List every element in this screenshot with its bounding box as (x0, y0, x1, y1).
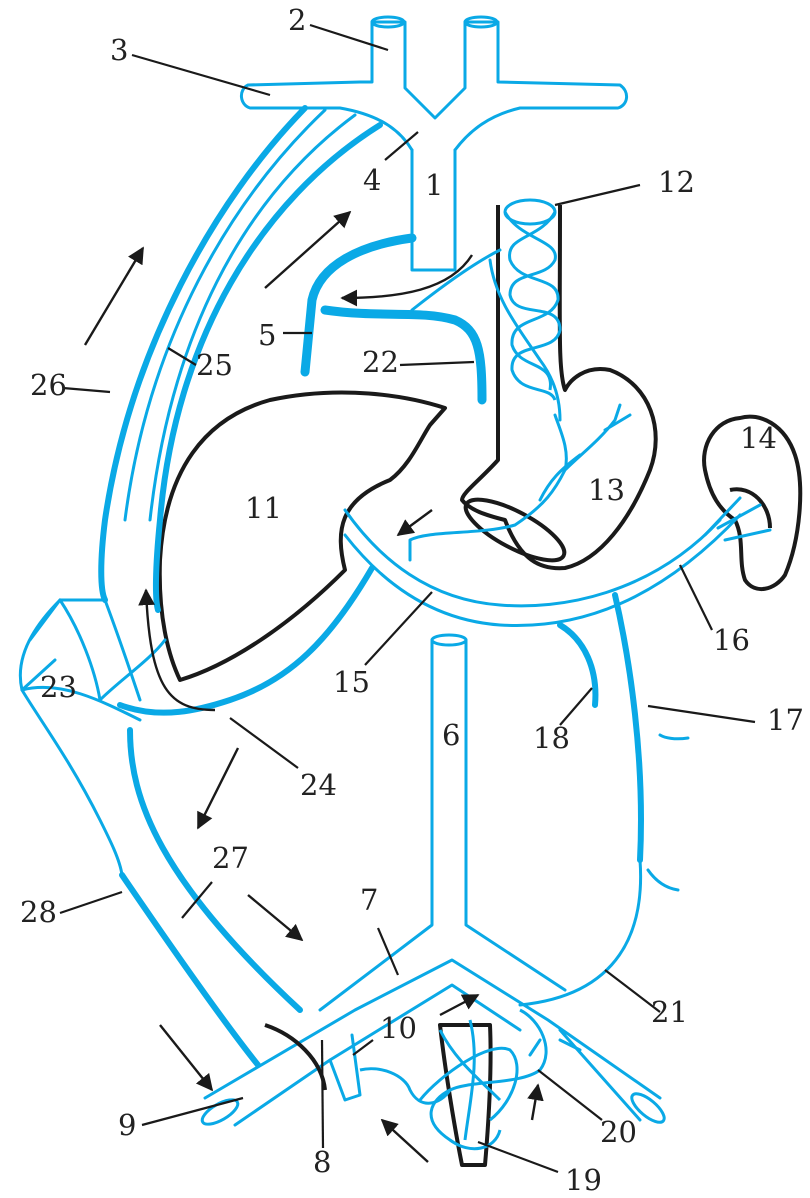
leader-9 (142, 1098, 243, 1125)
inferior-mesenteric-vein (615, 595, 641, 860)
flow-arrow-portal (398, 510, 432, 535)
label-21: 21 (651, 995, 688, 1029)
label-17: 17 (767, 703, 804, 737)
label-25: 25 (196, 348, 233, 382)
brachiocephalic-trunk (241, 22, 626, 150)
hemiazygos-vein (325, 310, 482, 400)
leader-10 (353, 1040, 373, 1055)
label-26: 26 (30, 368, 67, 402)
liver-outline (160, 392, 445, 680)
umbilical-periumbilical-plexus (20, 600, 165, 875)
leader-12 (555, 185, 640, 205)
leader-8 (322, 1040, 323, 1148)
flow-arrow-26 (85, 248, 143, 345)
splenic-hilar-branches (705, 498, 770, 540)
label-12: 12 (658, 165, 695, 199)
label-8: 8 (313, 1145, 331, 1179)
leader-19 (478, 1142, 558, 1172)
esophageal-venous-plexus (505, 200, 560, 400)
label-18: 18 (533, 721, 570, 755)
leader-24 (230, 718, 298, 768)
leader-28 (60, 892, 122, 913)
label-7: 7 (360, 883, 378, 917)
label-14: 14 (740, 421, 777, 455)
inferior-mesenteric-continuation (520, 735, 688, 1005)
left-colic-vein (560, 625, 595, 705)
label-11: 11 (245, 491, 282, 525)
leader-18 (560, 688, 592, 725)
ivc-top-end (432, 635, 466, 645)
flow-arrow-azygos (342, 255, 472, 298)
label-23: 23 (40, 670, 77, 704)
label-13: 13 (588, 473, 625, 507)
label-20: 20 (600, 1115, 637, 1149)
label-24: 24 (300, 768, 337, 802)
label-19: 19 (565, 1163, 602, 1197)
superficial-epigastric-lower (122, 730, 300, 1065)
leader-20 (538, 1070, 602, 1120)
label-16: 16 (713, 623, 750, 657)
flow-arrow-27b (248, 895, 302, 940)
label-9: 9 (118, 1108, 136, 1142)
label-2: 2 (288, 3, 306, 37)
flow-arrow-rectal-right (532, 1085, 538, 1120)
flow-arrow-iliac (160, 1025, 212, 1090)
label-15: 15 (333, 665, 370, 699)
flow-arrow-25 (265, 212, 350, 288)
flow-arrow-rectal-left (382, 1120, 428, 1162)
label-10: 10 (380, 1011, 417, 1045)
leader-22 (400, 362, 474, 365)
leader-15 (365, 592, 432, 665)
label-6: 6 (442, 718, 460, 752)
leader-26 (63, 388, 110, 392)
leader-3 (132, 55, 270, 95)
label-28: 28 (20, 895, 57, 929)
label-22: 22 (362, 345, 399, 379)
label-4: 4 (363, 163, 381, 197)
label-27: 27 (212, 841, 249, 875)
label-3: 3 (110, 33, 128, 67)
flow-arrow-27a (198, 748, 238, 828)
leader-2 (310, 25, 388, 50)
label-5: 5 (258, 318, 276, 352)
label-1: 1 (425, 168, 443, 202)
leader-16 (680, 565, 712, 630)
flow-arrow-ima (440, 995, 478, 1015)
leader-17 (648, 706, 755, 722)
